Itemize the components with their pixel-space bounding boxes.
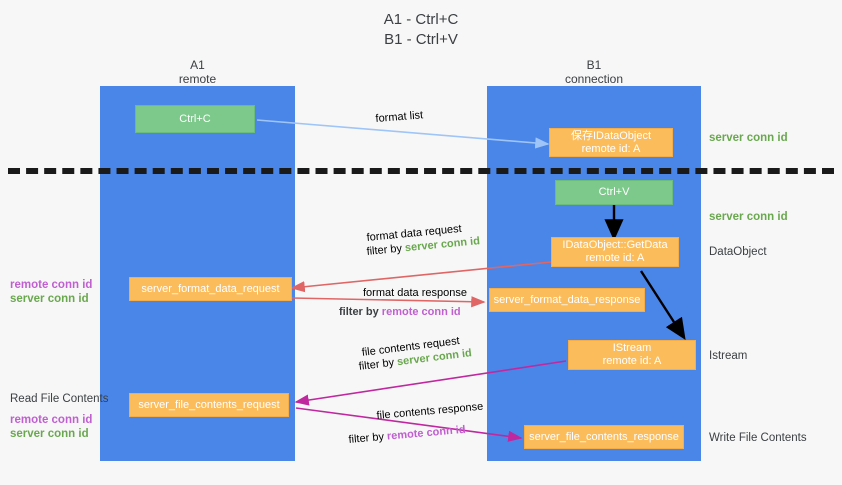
box-istream-line-2: remote id: A bbox=[602, 355, 662, 367]
box-ctrl-v[interactable]: Ctrl+V bbox=[555, 180, 673, 205]
box-ctrl-c[interactable]: Ctrl+C bbox=[135, 105, 255, 133]
box-istream-line-1: IStream bbox=[612, 342, 652, 354]
column-b1-role: connection bbox=[564, 72, 624, 86]
title-line-1: A1 - Ctrl+C bbox=[383, 11, 459, 28]
column-b1-name: B1 bbox=[586, 58, 602, 72]
label-remote-conn-id-1: remote conn id bbox=[10, 279, 93, 291]
label-istream: Istream bbox=[709, 350, 748, 362]
box-getdata-line-1: IDataObject::GetData bbox=[562, 239, 668, 251]
box-getdata-line-2: remote id: A bbox=[585, 252, 645, 264]
filter-prefix-1: filter by bbox=[366, 242, 406, 258]
box-idataobject-line-1: 保存IDataObject bbox=[570, 129, 652, 142]
label-format-list: format list bbox=[375, 109, 424, 125]
column-a1-role: remote bbox=[178, 72, 217, 86]
box-server-format-data-response[interactable]: server_format_data_response bbox=[489, 288, 645, 312]
box-idataobject[interactable]: 保存IDataObject remote id: A bbox=[549, 128, 673, 157]
column-a1-name: A1 bbox=[190, 58, 205, 72]
box-server-format-data-request[interactable]: server_format_data_request bbox=[129, 277, 292, 301]
label-server-conn-id-top: server conn id bbox=[709, 132, 788, 144]
label-format-data-response-filter: filter by remote conn id bbox=[339, 305, 461, 319]
filter-prefix-3: filter by bbox=[358, 356, 398, 373]
diagram-title: A1 - Ctrl+C B1 - Ctrl+V bbox=[0, 10, 842, 50]
label-server-conn-id-2: server conn id bbox=[10, 428, 89, 440]
column-header-b1: B1 connection bbox=[487, 58, 701, 86]
box-idataobject-line-2: remote id: A bbox=[581, 142, 641, 155]
label-server-conn-id-mid: server conn id bbox=[709, 211, 788, 223]
box-server-file-contents-response[interactable]: server_file_contents_response bbox=[524, 425, 684, 449]
box-server-file-contents-request[interactable]: server_file_contents_request bbox=[129, 393, 289, 417]
box-istream[interactable]: IStream remote id: A bbox=[568, 340, 696, 370]
filter-prefix-2: filter by bbox=[339, 306, 382, 318]
box-ctrl-v-label: Ctrl+V bbox=[598, 186, 630, 198]
box-server-file-contents-request-label: server_file_contents_request bbox=[138, 398, 280, 411]
box-idataobject-getdata[interactable]: IDataObject::GetData remote id: A bbox=[551, 237, 679, 267]
filter-key-remote-conn-id-1: remote conn id bbox=[381, 306, 461, 318]
title-line-2: B1 - Ctrl+V bbox=[384, 31, 458, 48]
filter-prefix-4: filter by bbox=[348, 430, 388, 446]
box-server-format-data-response-label: server_format_data_response bbox=[493, 293, 641, 306]
filter-key-remote-conn-id-2: remote conn id bbox=[386, 423, 467, 443]
column-header-a1: A1 remote bbox=[100, 58, 295, 86]
label-format-data-response: format data response bbox=[363, 287, 467, 299]
label-read-file-contents: Read File Contents bbox=[10, 393, 109, 405]
label-file-contents-response: file contents response bbox=[376, 400, 484, 422]
box-server-file-contents-response-label: server_file_contents_response bbox=[529, 430, 679, 443]
box-ctrl-c-label: Ctrl+C bbox=[179, 112, 211, 125]
label-dataobject: DataObject bbox=[709, 246, 767, 258]
label-server-conn-id-1: server conn id bbox=[10, 293, 89, 305]
phase-separator bbox=[8, 168, 834, 174]
box-server-format-data-request-label: server_format_data_request bbox=[141, 282, 280, 295]
label-file-contents-response-filter: filter by remote conn id bbox=[348, 423, 466, 447]
label-remote-conn-id-2: remote conn id bbox=[10, 414, 93, 426]
label-write-file-contents: Write File Contents bbox=[709, 432, 807, 444]
